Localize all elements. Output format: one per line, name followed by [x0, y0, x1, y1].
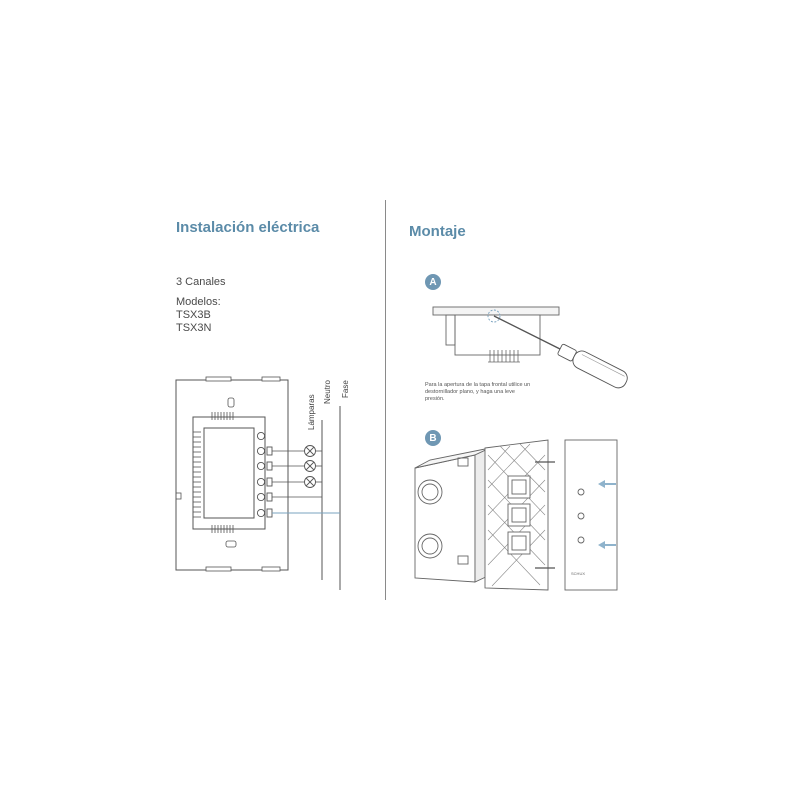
label-neutral: Neutro — [323, 379, 332, 404]
channels-label: 3 Canales — [176, 276, 226, 288]
label-phase: Fase — [341, 380, 350, 398]
models-heading: Modelos: — [176, 296, 221, 308]
step-b-illustration — [414, 439, 618, 591]
model-tsx3b: TSX3B — [176, 309, 211, 321]
step-a-illustration — [432, 306, 628, 389]
switch-module — [192, 416, 266, 530]
models-list: Modelos: TSX3B TSX3N — [176, 296, 221, 335]
section-title-installation: Instalación eléctrica — [176, 219, 320, 236]
module-window — [203, 427, 255, 519]
label-lamps: Lámparas — [307, 394, 316, 430]
brand-mark: SCHUX — [571, 571, 585, 576]
step-a-note: Para la apertura de la tapa frontal util… — [425, 382, 531, 402]
section-divider — [385, 200, 386, 600]
section-title-mounting: Montaje — [409, 223, 466, 240]
lamp-symbols — [304, 445, 316, 488]
step-a-badge: A — [425, 274, 441, 290]
model-tsx3n: TSX3N — [176, 322, 212, 334]
step-b-badge: B — [425, 430, 441, 446]
switch-plate-outline — [175, 379, 289, 571]
